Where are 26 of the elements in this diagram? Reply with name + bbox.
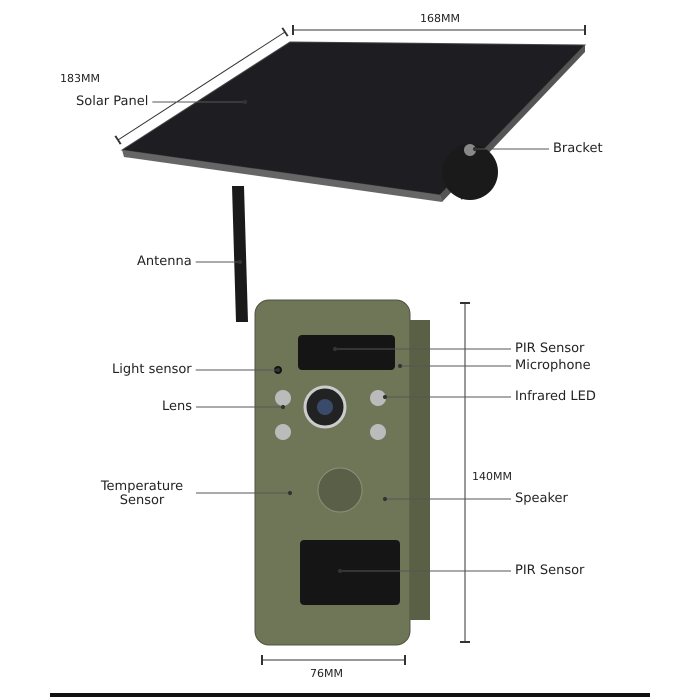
part-label: Temperature Sensor (92, 480, 192, 508)
leader-line (332, 346, 512, 352)
leader-line (195, 368, 280, 372)
part-label: PIR Sensor (515, 564, 584, 578)
leader-line (382, 496, 512, 502)
leader-line (472, 146, 550, 152)
part-label: Bracket (553, 142, 603, 156)
leader-line (382, 394, 512, 400)
dimension-label: 168MM (420, 12, 460, 26)
leader-line (338, 568, 512, 574)
part-label: Speaker (515, 492, 568, 506)
dimension-label: 76MM (310, 667, 343, 681)
leader-line (152, 100, 248, 104)
part-label: Antenna (137, 255, 192, 269)
dimension-label: 183MM (60, 72, 100, 86)
part-label: Solar Panel (76, 95, 148, 109)
part-label: Light sensor (112, 363, 192, 377)
leader-line (196, 404, 286, 410)
part-label: Microphone (515, 359, 591, 373)
part-label: Lens (162, 400, 192, 414)
leader-line (196, 490, 292, 496)
part-label: PIR Sensor (515, 342, 584, 356)
part-label: Infrared LED (515, 390, 596, 404)
leader-line (398, 364, 512, 368)
dimension-label: 140MM (472, 470, 512, 484)
leader-line (195, 260, 242, 264)
